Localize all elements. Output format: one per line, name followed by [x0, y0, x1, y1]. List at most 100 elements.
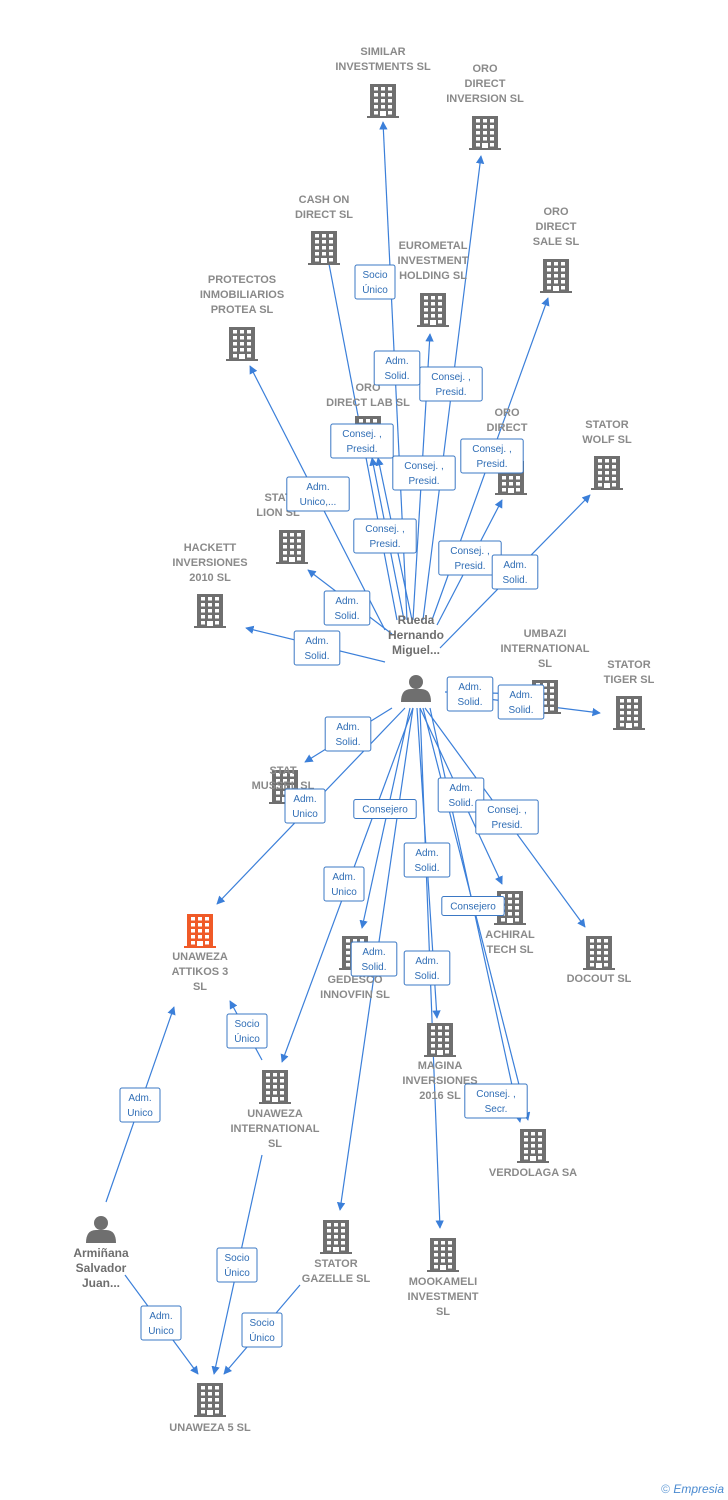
- edge-label-text: Único: [224, 1266, 250, 1279]
- building-icon: [194, 594, 226, 628]
- edge-label-box: [284, 788, 326, 824]
- edge-label-text: Consej. ,: [431, 372, 470, 383]
- node-verdolaga[interactable]: VERDOLAGA SA: [489, 1129, 577, 1179]
- node-rueda[interactable]: RuedaHernandoMiguel...: [388, 613, 444, 702]
- edge-label[interactable]: Adm.Solid.: [324, 716, 372, 752]
- edge-label-text: Presid.: [435, 387, 466, 398]
- node-docout[interactable]: DOCOUT SL: [567, 936, 632, 985]
- edge-label[interactable]: Adm. Unico: [284, 788, 326, 824]
- edge-label[interactable]: Adm.Solid.: [373, 350, 421, 386]
- node-label: HOLDING SL: [399, 270, 467, 282]
- node-label: ORO: [543, 206, 569, 218]
- node-label: INTERNATIONAL: [230, 1123, 319, 1135]
- node-label: SALE SL: [533, 236, 580, 248]
- node-unaweza5[interactable]: UNAWEZA 5 SL: [169, 1383, 251, 1434]
- edge-label[interactable]: Adm.Solid.: [437, 777, 485, 813]
- edge-label[interactable]: Consej. ,Presid.: [330, 423, 394, 459]
- edge-label[interactable]: Adm.Solid.: [491, 554, 539, 590]
- node-label: STAT: [264, 492, 291, 504]
- edge-label[interactable]: Adm.Unico: [119, 1087, 161, 1123]
- edge-label[interactable]: Adm.Solid.: [323, 590, 371, 626]
- edge-label-text: Solid.: [414, 971, 439, 982]
- building-icon: [276, 530, 308, 564]
- node-label: CASH ON: [299, 194, 350, 206]
- edge-label[interactable]: Adm.Unico: [323, 866, 365, 902]
- edge-label-text: Adm.: [415, 956, 438, 967]
- edge-label[interactable]: Consej. , Presid.: [419, 366, 483, 402]
- edge-label-text: Solid.: [304, 651, 329, 662]
- edge-label[interactable]: Adm.Solid.: [350, 941, 398, 977]
- edge-label-text: Adm.: [362, 947, 385, 958]
- node-label: SL: [268, 1138, 282, 1150]
- edge-label-box: [324, 716, 372, 752]
- node-label: STATOR: [314, 1258, 357, 1270]
- node-label: UNAWEZA: [172, 951, 228, 963]
- edge-label-text: Socio: [362, 270, 387, 281]
- edge-label[interactable]: Adm.Unico,...: [286, 476, 350, 512]
- edge-label[interactable]: Consejero: [353, 799, 417, 819]
- edge-label[interactable]: Adm. Solid.: [403, 950, 451, 986]
- edge-label-box: [323, 590, 371, 626]
- edge-label-text: Solid.: [448, 798, 473, 809]
- edge-label[interactable]: Adm.Solid.: [446, 676, 494, 712]
- node-label: PROTEA SL: [211, 304, 274, 316]
- building-icon: [194, 1383, 226, 1417]
- edge-label-box: [323, 866, 365, 902]
- edge-label-text: Presid.: [408, 476, 439, 487]
- edge-label[interactable]: Adm.Solid.: [293, 630, 341, 666]
- edge-label-text: Adm.: [332, 872, 355, 883]
- edge-label[interactable]: Consejero: [441, 896, 505, 916]
- edge-label[interactable]: Consej. ,Secr.: [464, 1083, 528, 1119]
- node-armiñana[interactable]: ArmiñanaSalvadorJuan...: [73, 1216, 129, 1290]
- node-label: INTERNATIONAL: [500, 643, 589, 655]
- building-icon: [427, 1238, 459, 1272]
- node-label: INMOBILIARIOS: [200, 289, 284, 301]
- edge-label-text: Único: [362, 283, 388, 296]
- edge-label-box: [353, 518, 417, 554]
- edge-label[interactable]: Consej. , Presid.: [392, 455, 456, 491]
- edge-label-text: Presid.: [454, 561, 485, 572]
- edge-label-text: Adm.: [293, 794, 316, 805]
- node-label: STATOR: [585, 419, 628, 431]
- edge-label-text: Consejero: [362, 805, 408, 816]
- brand-name[interactable]: Empresia: [673, 1482, 724, 1496]
- edge-label-text: Único: [249, 1331, 275, 1344]
- edge-label-box: [330, 423, 394, 459]
- edge-label-text: Consej. ,: [404, 461, 443, 472]
- edge-label-box: [475, 799, 539, 835]
- edge-label-text: Consej. ,: [476, 1089, 515, 1100]
- edge-label-text: Unico: [292, 809, 318, 820]
- node-label: SL: [193, 981, 207, 993]
- edge-label[interactable]: Consej. ,Presid.: [460, 438, 524, 474]
- edge-label-text: Adm.: [503, 560, 526, 571]
- edge-label[interactable]: Consej. ,Presid.: [475, 799, 539, 835]
- edge-label[interactable]: Adm.Solid.: [497, 684, 545, 720]
- edge-label-box: [460, 438, 524, 474]
- edge-label[interactable]: Adm.Unico: [140, 1305, 182, 1341]
- edge-label[interactable]: Adm.Solid.: [403, 842, 451, 878]
- edge-label-box: [226, 1013, 268, 1049]
- edge-label-box: [216, 1247, 258, 1283]
- edge-label[interactable]: Consej. ,Presid.: [353, 518, 417, 554]
- node-label: STAT: [269, 765, 296, 777]
